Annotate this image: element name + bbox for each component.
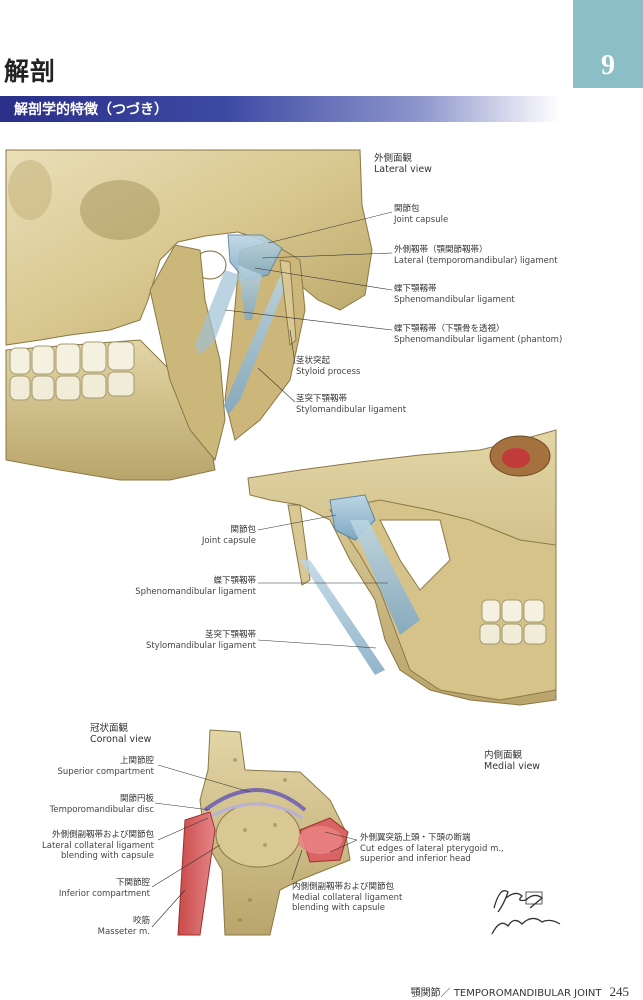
label-en: Masseter m.	[97, 926, 150, 937]
medial-teeth	[479, 599, 547, 645]
coronal-view-jp: 冠状面観	[90, 723, 129, 734]
label-en: Sphenomandibular ligament	[135, 586, 256, 597]
label-en: Styloid process	[296, 366, 361, 377]
lateral-view-caption: 外側面観 Lateral view	[374, 153, 432, 175]
chapter-title: 解剖	[4, 57, 57, 86]
medial-view-jp: 内側面観	[484, 750, 523, 761]
medial-view-caption: 内側面観 Medial view	[484, 750, 540, 772]
label-joint-capsule-lateral: 関節包 Joint capsule	[394, 204, 448, 225]
label-jp: 蝶下顎靱帯（下顎骨を透視）	[394, 324, 505, 334]
label-en: Lateral collateral ligament	[42, 840, 154, 851]
label-en: Temporomandibular disc	[49, 804, 154, 815]
label-jp: 茎突下顎靱帯	[296, 394, 348, 404]
upper-teeth	[9, 341, 135, 375]
label-jp: 内側側副靱帯および関節包	[292, 882, 395, 892]
coronal-view-en: Coronal view	[90, 734, 152, 745]
label-en: Inferior compartment	[58, 888, 150, 899]
lateral-view-jp: 外側面観	[374, 153, 413, 164]
label-en: Cut edges of lateral pterygoid m.,	[360, 843, 504, 854]
label-en: Superior compartment	[57, 766, 154, 777]
label-medial-collateral-ligament: 内側側副靱帯および関節包 Medial collateral ligament …	[292, 882, 402, 914]
page-number: 245	[609, 984, 630, 999]
label-jp: 関節包	[394, 204, 420, 214]
lower-teeth	[9, 371, 135, 401]
medial-view-skull	[247, 429, 557, 706]
label-en: Lateral (temporomandibular) ligament	[394, 255, 558, 266]
label-stylomandibular-lateral: 茎突下顎靱帯 Stylomandibular ligament	[296, 394, 406, 415]
page-footer: 顎関節／ TEMPOROMANDIBULAR JOINT 245	[411, 984, 629, 1000]
label-en: Medial collateral ligament	[292, 892, 403, 903]
label-en: blending with capsule	[292, 903, 386, 913]
label-stylomandibular-medial: 茎突下顎靱帯 Stylomandibular ligament	[120, 630, 256, 651]
label-styloid-process: 茎状突起 Styloid process	[296, 356, 360, 377]
label-joint-capsule-medial: 関節包 Joint capsule	[150, 525, 256, 546]
label-jp: 関節包	[230, 525, 256, 535]
coronal-view-caption: 冠状面観 Coronal view	[90, 723, 151, 745]
label-en: blending with capsule	[60, 851, 154, 861]
label-jp: 外側翼突筋上頭・下頭の断端	[360, 833, 471, 843]
running-title: 顎関節／ TEMPOROMANDIBULAR JOINT	[410, 988, 602, 999]
label-en: Sphenomandibular ligament	[394, 294, 515, 305]
label-en: Sphenomandibular ligament (phantom)	[394, 334, 563, 345]
section-bar: 解剖学的特徴（つづき）	[0, 96, 560, 122]
artist-signature	[491, 890, 561, 935]
label-en: Joint capsule	[201, 535, 256, 546]
label-jp: 蝶下顎靱帯	[394, 284, 437, 294]
section-title: 解剖学的特徴（つづき）	[14, 102, 168, 118]
label-jp: 下関節腔	[115, 878, 150, 888]
label-sphenomandibular-medial: 蝶下顎靱帯 Sphenomandibular ligament	[120, 576, 256, 597]
label-jp: 外側側副靱帯および関節包	[51, 830, 154, 840]
lateral-view-en: Lateral view	[374, 164, 432, 175]
label-superior-compartment: 上関節腔 Superior compartment	[20, 756, 154, 777]
label-lateral-ligament: 外側靱帯（顎関節靱帯） Lateral (temporomandibular) …	[394, 245, 558, 266]
lateral-view-skull	[5, 149, 373, 481]
label-inferior-compartment: 下関節腔 Inferior compartment	[20, 878, 150, 899]
label-en: superior and inferior head	[360, 854, 471, 864]
label-jp: 外側靱帯（顎関節靱帯）	[394, 245, 488, 255]
label-en: Stylomandibular ligament	[296, 404, 407, 415]
chapter-tab: 9	[573, 0, 643, 88]
coronal-view-section	[177, 729, 351, 936]
label-jp: 茎突下顎靱帯	[204, 630, 256, 640]
label-lateral-collateral-ligament: 外側側副靱帯および関節包 Lateral collateral ligament…	[10, 830, 154, 862]
chapter-number: 9	[601, 50, 615, 81]
label-lateral-pterygoid: 外側翼突筋上頭・下頭の断端 Cut edges of lateral ptery…	[360, 833, 504, 865]
label-jp: 咬筋	[132, 916, 150, 926]
label-temporomandibular-disc: 関節円板 Temporomandibular disc	[20, 794, 154, 815]
label-masseter: 咬筋 Masseter m.	[20, 916, 150, 937]
label-en: Stylomandibular ligament	[145, 640, 256, 651]
label-en: Joint capsule	[394, 214, 449, 225]
label-jp: 上関節腔	[119, 756, 154, 766]
label-sphenomandibular-lateral: 蝶下顎靱帯 Sphenomandibular ligament	[394, 284, 515, 305]
label-jp: 茎状突起	[296, 356, 331, 366]
label-sphenomandibular-phantom: 蝶下顎靱帯（下顎骨を透視） Sphenomandibular ligament …	[394, 324, 562, 345]
medial-view-en: Medial view	[484, 761, 541, 772]
label-jp: 関節円板	[119, 794, 154, 804]
leader-lines	[151, 211, 393, 928]
label-jp: 蝶下顎靱帯	[213, 576, 256, 586]
